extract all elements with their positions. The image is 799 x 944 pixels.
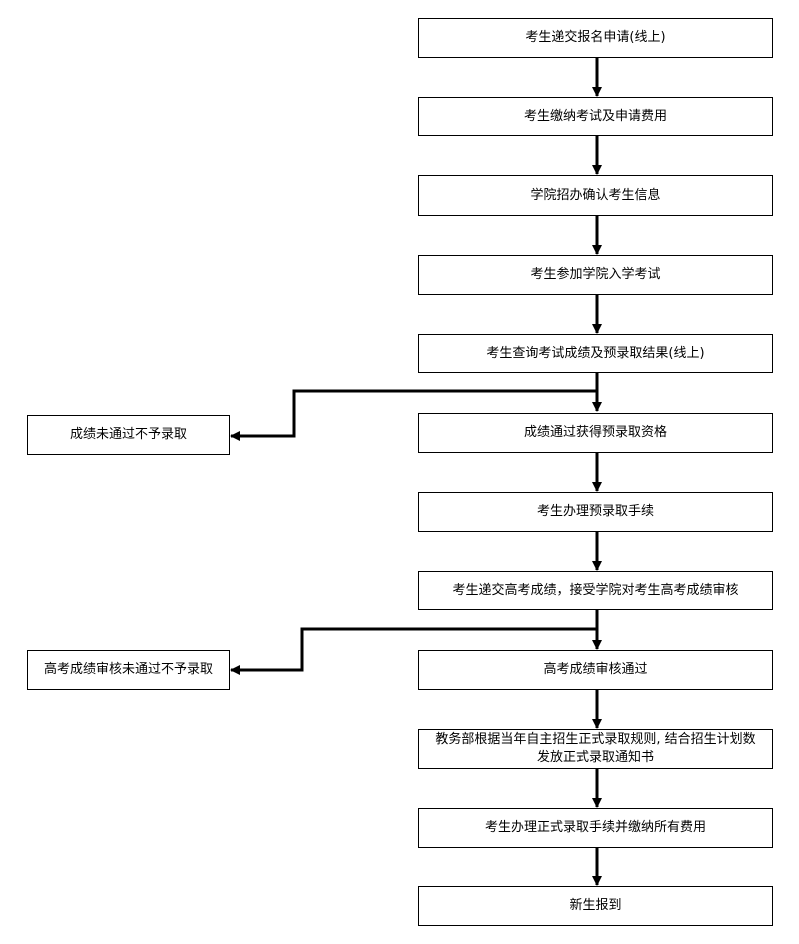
branch-label: 高考成绩审核未通过不予录取 bbox=[43, 662, 213, 677]
step-label: 考生办理正式录取手续并缴纳所有费用 bbox=[484, 820, 706, 835]
step-label: 考生参加学院入学考试 bbox=[530, 267, 661, 282]
step-submit-application: 考生递交报名申请(线上) bbox=[418, 18, 773, 58]
step-label: 学院招办确认考生信息 bbox=[530, 187, 661, 203]
arrow-step8-branch2 bbox=[230, 627, 597, 675]
step-pay-fees: 考生缴纳考试及申请费用 bbox=[418, 97, 773, 136]
step-issue-admission-notice: 教务部根据当年自主招生正式录取规则, 结合招生计划数 发放正式录取通知书 bbox=[418, 729, 773, 769]
arrow-step5-branch1 bbox=[230, 389, 597, 441]
branch-gaokao-failed: 高考成绩审核未通过不予录取 bbox=[27, 650, 230, 690]
step-submit-gaokao-scores: 考生递交高考成绩，接受学院对考生高考成绩审核 bbox=[418, 571, 773, 610]
step-confirm-info: 学院招办确认考生信息 bbox=[418, 175, 773, 216]
step-label: 考生查询考试成绩及预录取结果(线上) bbox=[486, 345, 705, 361]
step-take-exam: 考生参加学院入学考试 bbox=[418, 255, 773, 295]
step-gaokao-passed: 高考成绩审核通过 bbox=[418, 650, 773, 690]
branch-exam-failed: 成绩未通过不予录取 bbox=[27, 415, 230, 455]
step-pre-admission-qualified: 成绩通过获得预录取资格 bbox=[418, 413, 773, 453]
step-label: 考生缴纳考试及申请费用 bbox=[523, 108, 667, 124]
step-query-results: 考生查询考试成绩及预录取结果(线上) bbox=[418, 334, 773, 373]
step-label: 成绩通过获得预录取资格 bbox=[523, 425, 667, 440]
step-label: 考生办理预录取手续 bbox=[536, 504, 654, 519]
step-label: 教务部根据当年自主招生正式录取规则, 结合招生计划数 发放正式录取通知书 bbox=[435, 732, 756, 765]
step-label: 考生递交报名申请(线上) bbox=[525, 30, 666, 45]
step-formal-admission-procedure: 考生办理正式录取手续并缴纳所有费用 bbox=[418, 808, 773, 848]
branch-label: 成绩未通过不予录取 bbox=[69, 427, 187, 442]
step-label: 考生递交高考成绩，接受学院对考生高考成绩审核 bbox=[452, 582, 739, 598]
step-pre-admission-procedure: 考生办理预录取手续 bbox=[418, 492, 773, 532]
step-label: 高考成绩审核通过 bbox=[543, 662, 648, 677]
step-label: 新生报到 bbox=[569, 898, 622, 913]
step-registration: 新生报到 bbox=[418, 886, 773, 926]
